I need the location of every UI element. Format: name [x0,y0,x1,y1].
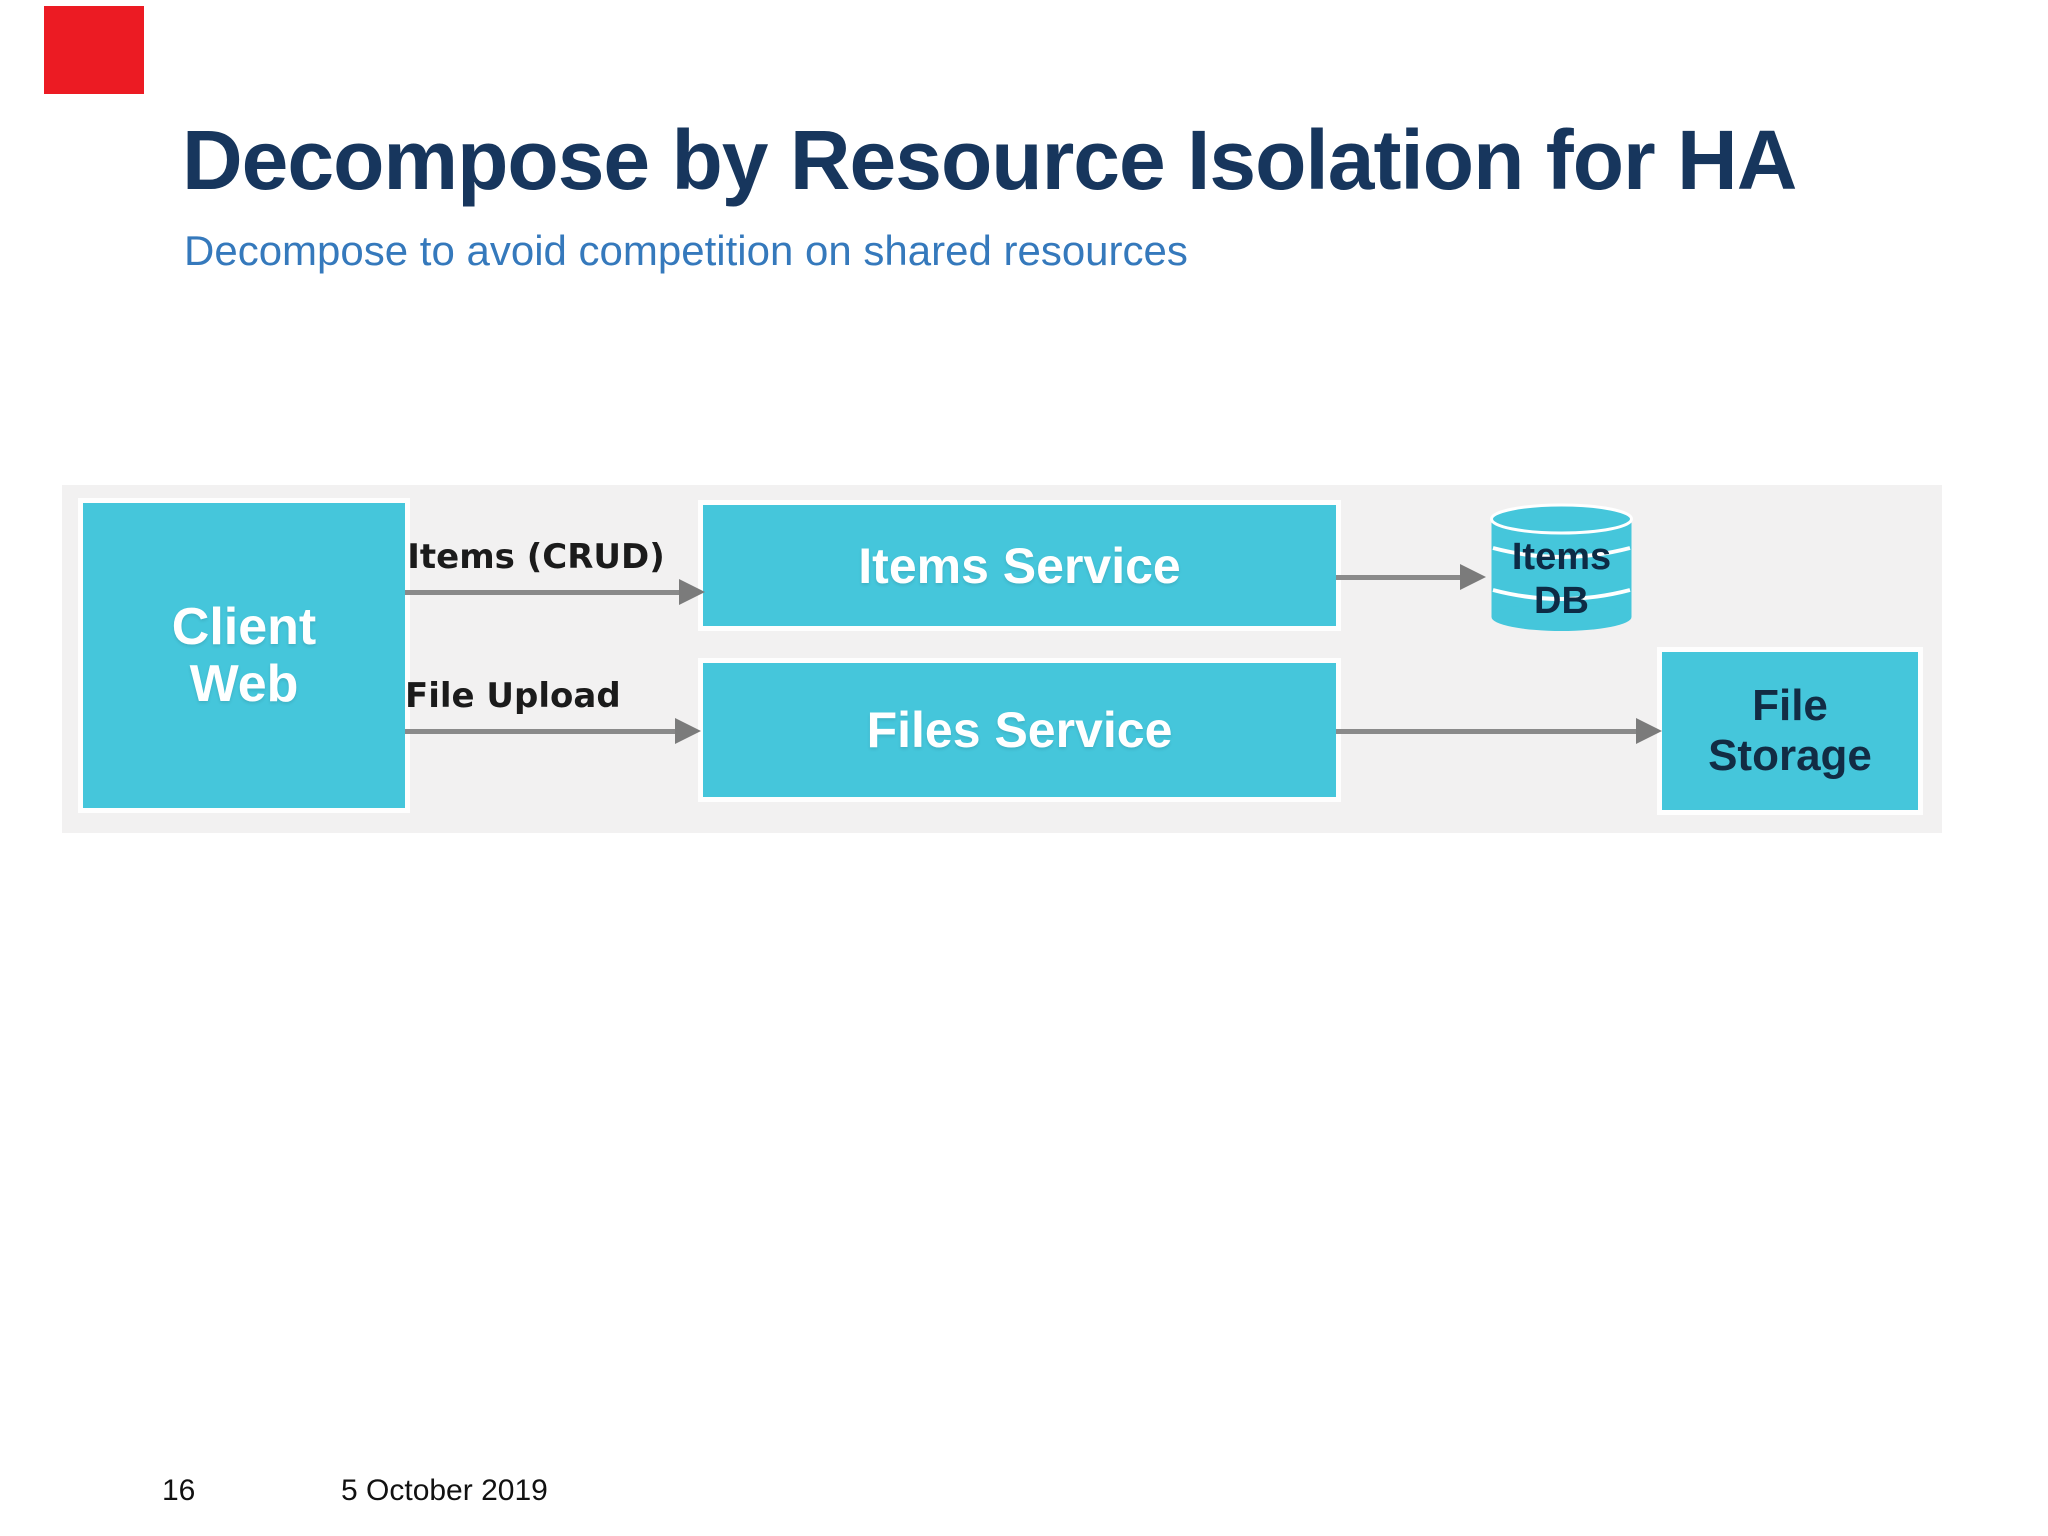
arrow-line [1336,728,1640,734]
file-storage-node: File Storage [1662,652,1918,810]
edge-file-upload-label: File Upload [405,676,621,716]
client-web-label: Client Web [171,597,317,713]
arrow-line [1336,574,1464,580]
files-service-node: Files Service [703,663,1336,797]
edge-files-service-to-storage [1336,718,1662,744]
file-storage-label-line2: Storage [1708,731,1872,780]
items-db-node: Items DB [1483,503,1640,633]
arrowhead-icon [675,718,701,744]
slide-date: 5 October 2019 [341,1474,548,1507]
client-web-label-line2: Web [189,654,299,713]
file-storage-label: File Storage [1708,681,1872,781]
edge-items-crud-label: Items (CRUD) [407,537,665,577]
arrow-line [405,589,683,595]
client-web-label-line1: Client [171,597,317,656]
recording-indicator [44,6,144,94]
client-web-node: Client Web [83,503,405,808]
items-db-label-line2: DB [1534,580,1589,622]
arrowhead-icon [1460,564,1486,590]
arrow-line [405,728,679,734]
architecture-diagram: Client Web Items Service Files Service I… [62,485,1942,833]
page-title: Decompose by Resource Isolation for HA [182,113,1797,207]
files-service-label: Files Service [866,702,1173,758]
arrowhead-icon [1636,718,1662,744]
items-db-label-line1: Items [1511,536,1612,578]
edge-file-upload [405,718,701,744]
database-cylinder-icon [1490,503,1633,631]
arrowhead-icon [679,579,705,605]
page-number: 16 [162,1474,196,1507]
file-storage-label-line1: File [1752,681,1828,730]
items-service-label: Items Service [858,537,1181,594]
edge-items-crud [405,579,705,605]
items-service-node: Items Service [703,505,1336,626]
edge-items-service-to-db [1336,564,1486,590]
page-subtitle: Decompose to avoid competition on shared… [184,227,1188,274]
items-db-label: Items DB [1483,535,1640,623]
